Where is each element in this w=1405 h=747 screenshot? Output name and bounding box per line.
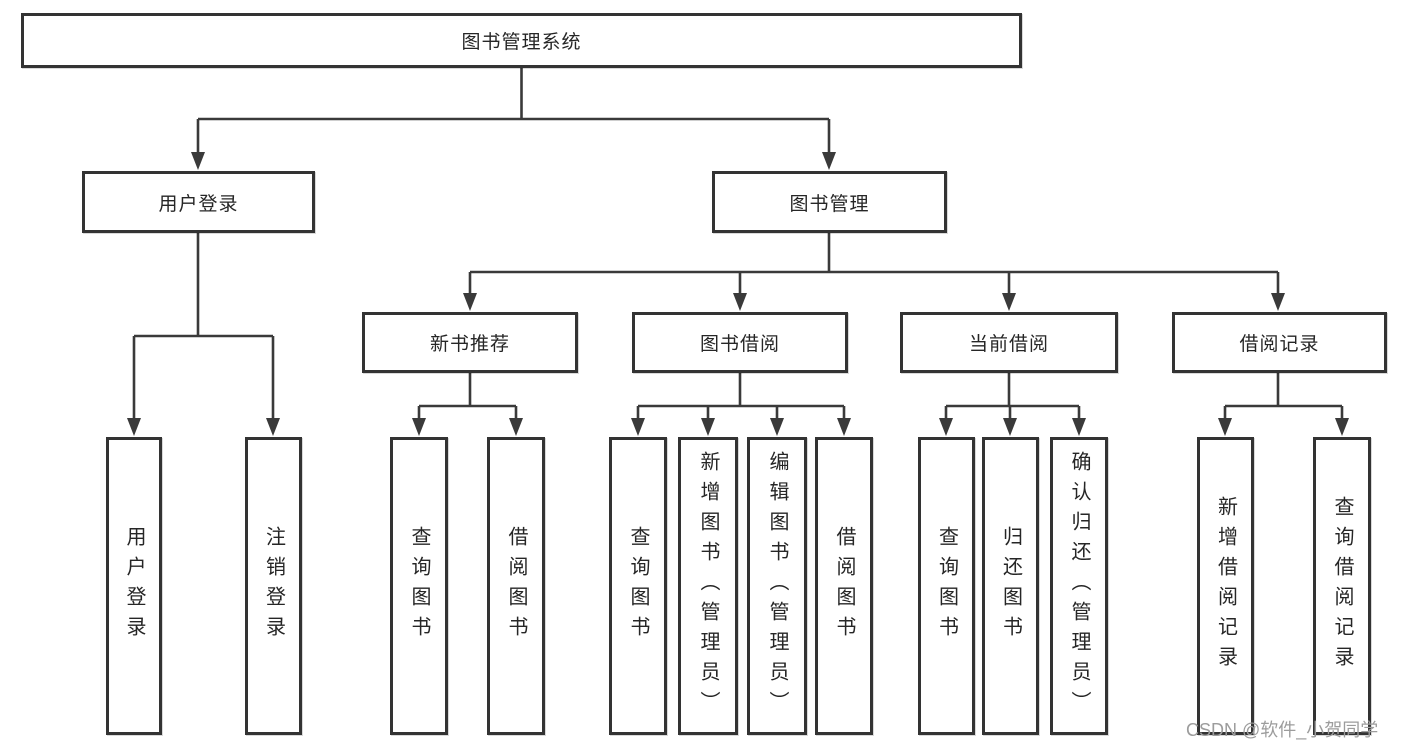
leaf-label: 新增借阅记录 <box>1214 496 1237 676</box>
node-current-borrowing: 当前借阅 <box>900 312 1118 373</box>
leaf-query-books-recommend: 查询图书 <box>390 437 448 735</box>
leaf-label: 借阅图书 <box>505 526 527 646</box>
node-borrowing-records: 借阅记录 <box>1172 312 1387 373</box>
node-label: 用户登录 <box>158 193 239 215</box>
leaf-add-borrow-record: 新增借阅记录 <box>1197 437 1254 735</box>
node-library-management-system: 图书管理系统 <box>21 13 1022 68</box>
node-book-management: 图书管理 <box>712 171 947 233</box>
leaf-label: 查询借阅记录 <box>1331 496 1353 676</box>
node-label: 新书推荐 <box>429 334 510 355</box>
leaf-label: 借阅图书 <box>833 526 855 646</box>
node-new-book-recommendation: 新书推荐 <box>362 312 578 373</box>
leaf-label: 查询图书 <box>408 526 430 646</box>
leaf-borrow-books-borrowing: 借阅图书 <box>815 437 873 735</box>
leaf-query-borrow-record: 查询借阅记录 <box>1313 437 1371 735</box>
leaf-logout: 注销登录 <box>245 437 302 735</box>
node-label: 图书借阅 <box>699 334 780 355</box>
node-user-login: 用户登录 <box>82 171 315 233</box>
node-label: 当前借阅 <box>968 334 1049 355</box>
node-label: 图书管理系统 <box>461 32 582 53</box>
leaf-label: 注销登录 <box>262 526 285 646</box>
leaf-user-login: 用户登录 <box>106 437 162 735</box>
node-label: 借阅记录 <box>1239 334 1320 355</box>
leaf-label: 新增图书（管理员） <box>697 451 719 721</box>
node-book-borrowing: 图书借阅 <box>632 312 848 373</box>
leaf-borrow-books-recommend: 借阅图书 <box>487 437 545 735</box>
leaf-label: 用户登录 <box>123 526 145 646</box>
node-label: 图书管理 <box>789 193 870 215</box>
leaf-return-books: 归还图书 <box>982 437 1039 735</box>
leaf-query-books-borrowing: 查询图书 <box>609 437 667 735</box>
leaf-label: 查询图书 <box>935 526 958 646</box>
leaf-confirm-return-admin: 确认归还（管理员） <box>1050 437 1108 735</box>
leaf-edit-book-admin: 编辑图书（管理员） <box>747 437 807 735</box>
leaf-query-books-current: 查询图书 <box>918 437 975 735</box>
leaf-label: 查询图书 <box>627 526 649 646</box>
leaf-label: 确认归还（管理员） <box>1068 451 1090 721</box>
leaf-label: 归还图书 <box>999 526 1022 646</box>
leaf-label: 编辑图书（管理员） <box>766 451 788 721</box>
csdn-watermark: CSDN @软件_小贺同学 <box>1186 720 1379 740</box>
leaf-add-book-admin: 新增图书（管理员） <box>678 437 738 735</box>
